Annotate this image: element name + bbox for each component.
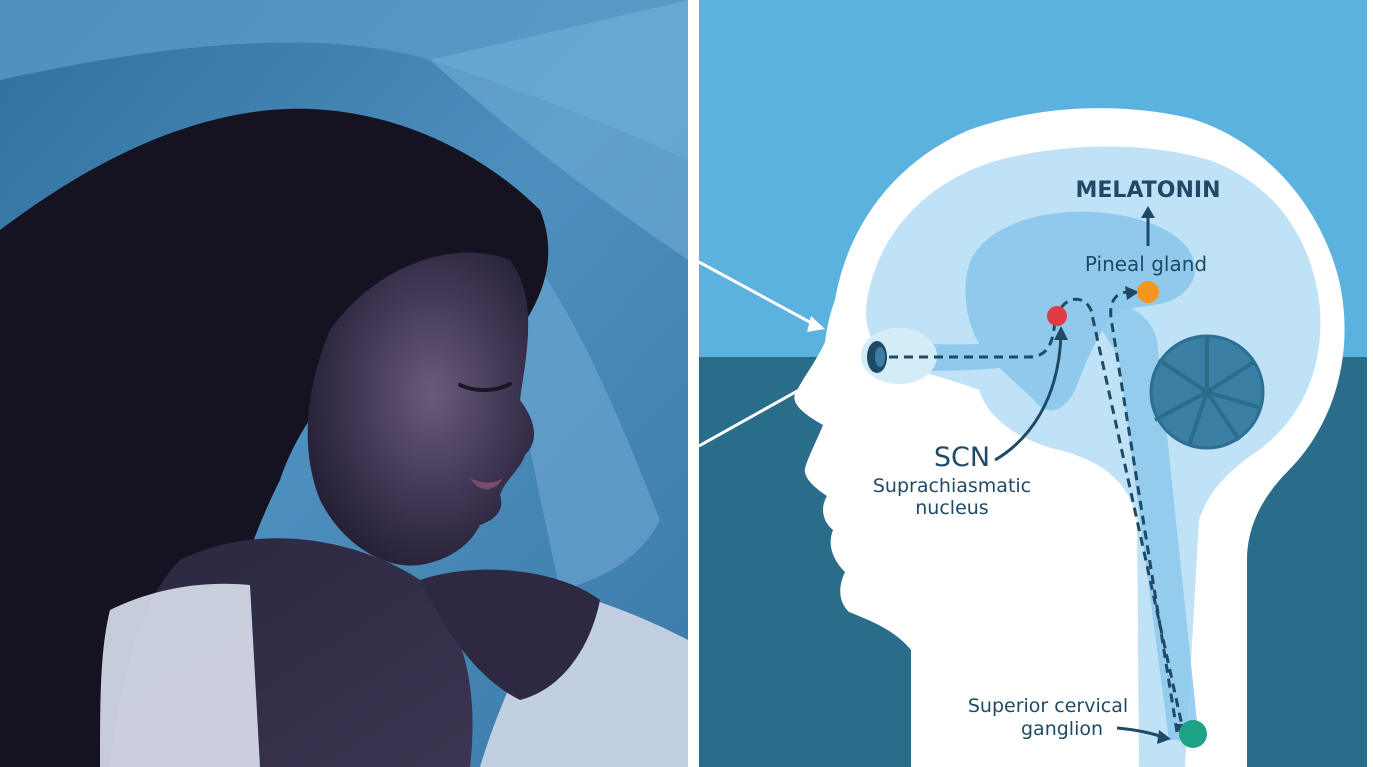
diagram-svg: MELATONIN Pineal gland SCN Suprachiasmat… — [699, 0, 1367, 767]
scn-full-name-line2: nucleus — [915, 497, 988, 519]
melatonin-diagram: MELATONIN Pineal gland SCN Suprachiasmat… — [699, 0, 1367, 767]
scn-full-name-line1: Suprachiasmatic — [873, 475, 1031, 497]
scn-label: SCN — [934, 442, 990, 473]
melatonin-label: MELATONIN — [1076, 178, 1221, 203]
photo-illustration — [0, 0, 688, 767]
pineal-gland-label: Pineal gland — [1085, 252, 1207, 276]
scn-dot — [1047, 306, 1067, 326]
ganglion-label-line2: ganglion — [1021, 718, 1103, 740]
white-top — [100, 584, 260, 767]
ganglion-label-line1: Superior cervical — [968, 695, 1128, 717]
cerebellum — [1151, 336, 1263, 448]
superior-cervical-ganglion-dot — [1179, 720, 1207, 748]
sleeping-woman-photo — [0, 0, 688, 767]
pineal-gland-dot — [1137, 281, 1159, 303]
